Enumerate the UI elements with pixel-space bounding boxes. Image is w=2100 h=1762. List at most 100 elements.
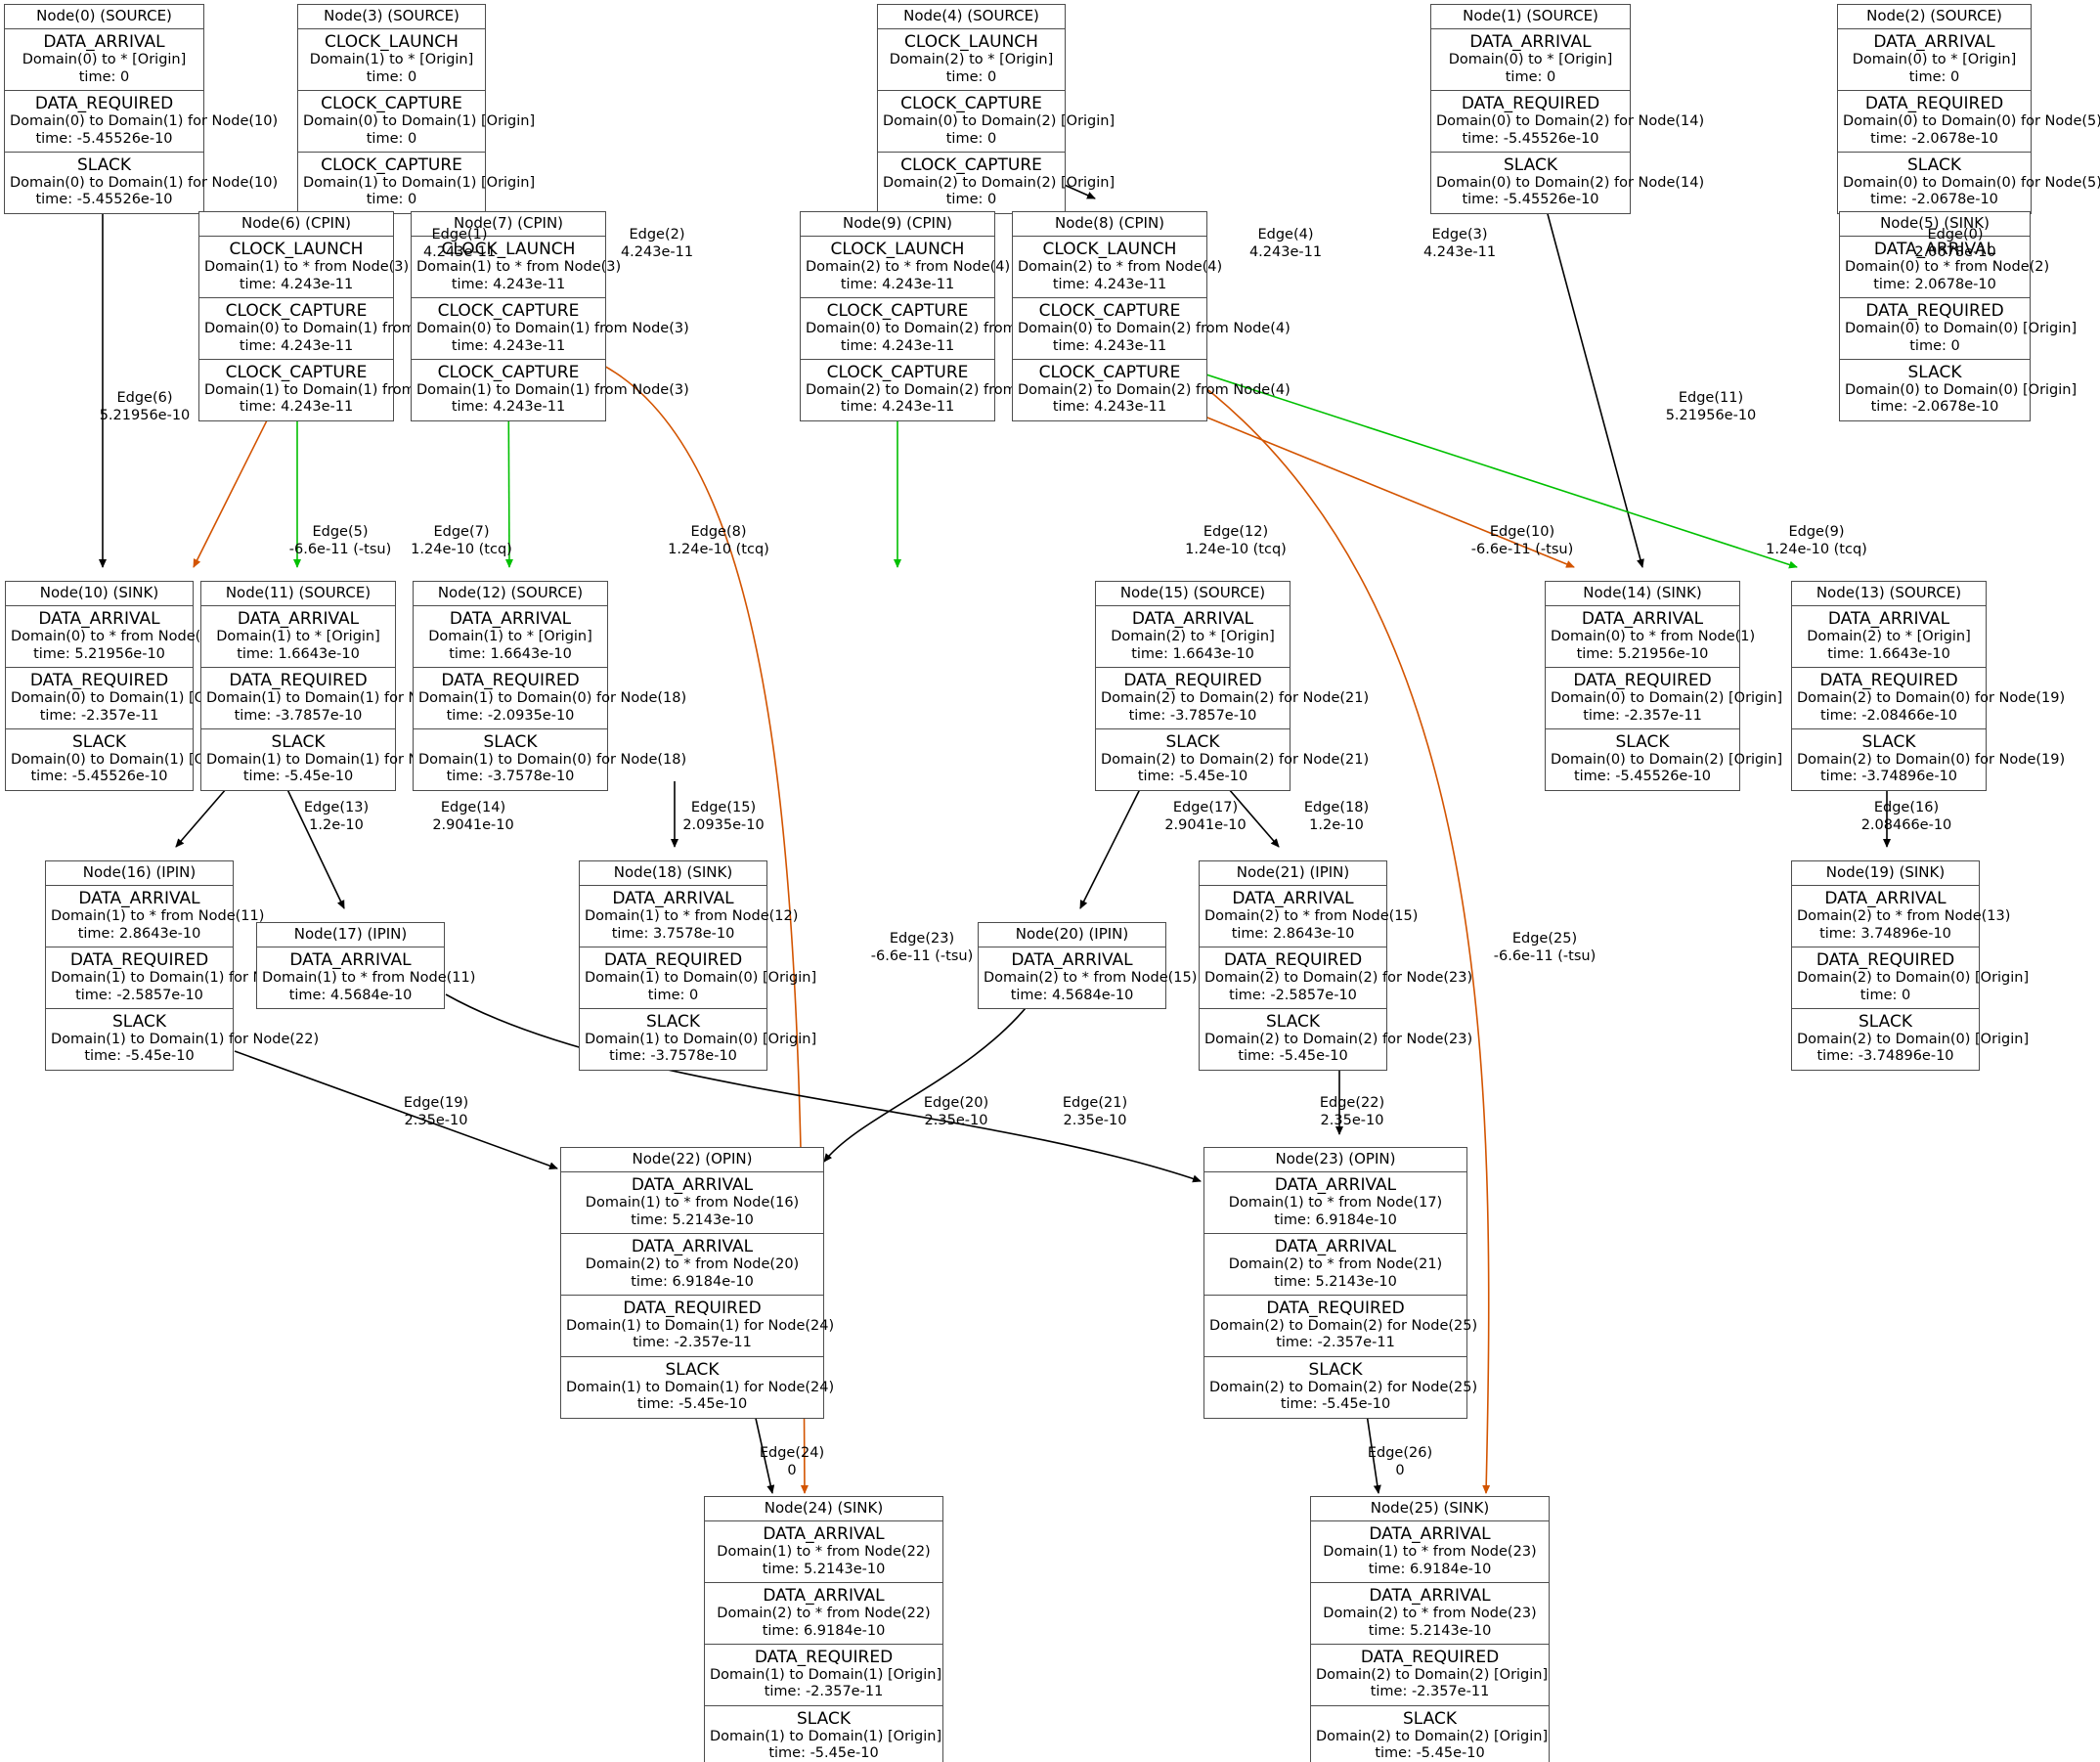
edge-value: 2.9041e-10 xyxy=(1164,816,1247,833)
record-domain: Domain(1) to * from Node(11) xyxy=(262,970,476,987)
record-domain: Domain(0) to Domain(2) from Node(4) xyxy=(806,321,1078,337)
record-time: time: -3.7578e-10 xyxy=(609,1048,737,1065)
record-time: time: -2.357e-11 xyxy=(633,1335,752,1351)
record-domain: Domain(0) to Domain(0) for Node(5) xyxy=(1843,113,2100,130)
record-time: time: 1.6643e-10 xyxy=(237,645,360,662)
record-domain: Domain(1) to * from Node(22) xyxy=(717,1544,931,1561)
edge-label-e25: Edge(25)-6.6e-11 (-tsu) xyxy=(1476,931,1613,965)
record-type: DATA_ARRIVAL xyxy=(631,1237,754,1257)
record-type: SLACK xyxy=(665,1359,720,1380)
edge-name: Edge(9) xyxy=(1788,524,1845,540)
record-time: time: 0 xyxy=(945,130,997,147)
record-domain: Domain(0) to * [Origin] xyxy=(1448,52,1613,68)
record-time: time: 5.21956e-10 xyxy=(33,645,165,662)
edge-value: 2.08466e-10 xyxy=(1860,816,1952,833)
record-time: time: 4.5684e-10 xyxy=(1010,987,1134,1003)
record-time: time: 3.74896e-10 xyxy=(1819,925,1951,942)
record-domain: Domain(2) to * from Node(15) xyxy=(984,970,1198,987)
record-type: SLACK xyxy=(1265,1011,1320,1032)
edge-name: Edge(22) xyxy=(1319,1095,1385,1111)
record-type: CLOCK_CAPTURE xyxy=(225,362,368,382)
record-time: time: -2.0678e-10 xyxy=(1870,192,1998,208)
record-type: DATA_ARRIVAL xyxy=(1232,889,1354,909)
record-time: time: 4.243e-11 xyxy=(840,399,955,416)
record-type: DATA_ARRIVAL xyxy=(289,950,412,971)
record-domain: Domain(1) to Domain(0) [Origin] xyxy=(585,1031,817,1047)
edge-label-e21: Edge(21)2.35e-10 xyxy=(1027,1095,1163,1129)
record-type: SLACK xyxy=(1907,362,1962,382)
node-title: Node(2) (SOURCE) xyxy=(1838,5,2031,30)
edge-label-e18: Edge(18)1.2e-10 xyxy=(1268,800,1405,834)
edge-label-e5: Edge(5)-6.6e-11 (-tsu) xyxy=(272,524,409,558)
edge-value: 2.35e-10 xyxy=(1320,1112,1384,1128)
record-time: time: -2.357e-11 xyxy=(1370,1684,1490,1700)
record-domain: Domain(2) to * [Origin] xyxy=(889,52,1054,68)
edge-label-e0: Edge(0)2.0678e-10 xyxy=(1887,227,2024,261)
record-domain: Domain(0) to Domain(0) for Node(5) xyxy=(1843,174,2100,191)
record-time: time: 5.2143e-10 xyxy=(631,1211,754,1228)
record-type: SLACK xyxy=(76,154,131,175)
record-domain: Domain(0) to * from Node(2) xyxy=(1845,259,2050,276)
edge-label-e6: Edge(6)5.21956e-10 xyxy=(76,390,213,424)
edge-label-e16: Edge(16)2.08466e-10 xyxy=(1838,800,1975,834)
record-type: DATA_ARRIVAL xyxy=(1274,1175,1397,1196)
node-title: Node(25) (SINK) xyxy=(1311,1497,1549,1522)
record-domain: Domain(2) to Domain(2) for Node(23) xyxy=(1204,970,1473,987)
edge-value: 2.35e-10 xyxy=(404,1112,468,1128)
edge-name: Edge(5) xyxy=(312,524,369,540)
record-time: time: 1.6643e-10 xyxy=(1131,645,1254,662)
record-domain: Domain(1) to Domain(0) for Node(18) xyxy=(418,751,687,768)
record-domain: Domain(2) to * from Node(21) xyxy=(1228,1256,1443,1273)
record-time: time: 5.2143e-10 xyxy=(762,1561,886,1577)
record-time: time: 4.243e-11 xyxy=(840,337,955,354)
record-type: DATA_ARRIVAL xyxy=(1824,889,1947,909)
record-time: time: 4.243e-11 xyxy=(1052,276,1167,292)
graph-edge-e21 xyxy=(823,993,1037,1163)
record-domain: Domain(2) to Domain(2) for Node(25) xyxy=(1209,1317,1478,1334)
edge-name: Edge(12) xyxy=(1203,524,1269,540)
record-type: DATA_ARRIVAL xyxy=(1369,1524,1491,1545)
edge-value: 4.243e-11 xyxy=(620,243,694,260)
node-title: Node(19) (SINK) xyxy=(1792,861,1979,887)
record-type: CLOCK_LAUNCH xyxy=(441,240,576,260)
record-type: CLOCK_LAUNCH xyxy=(1042,240,1177,260)
